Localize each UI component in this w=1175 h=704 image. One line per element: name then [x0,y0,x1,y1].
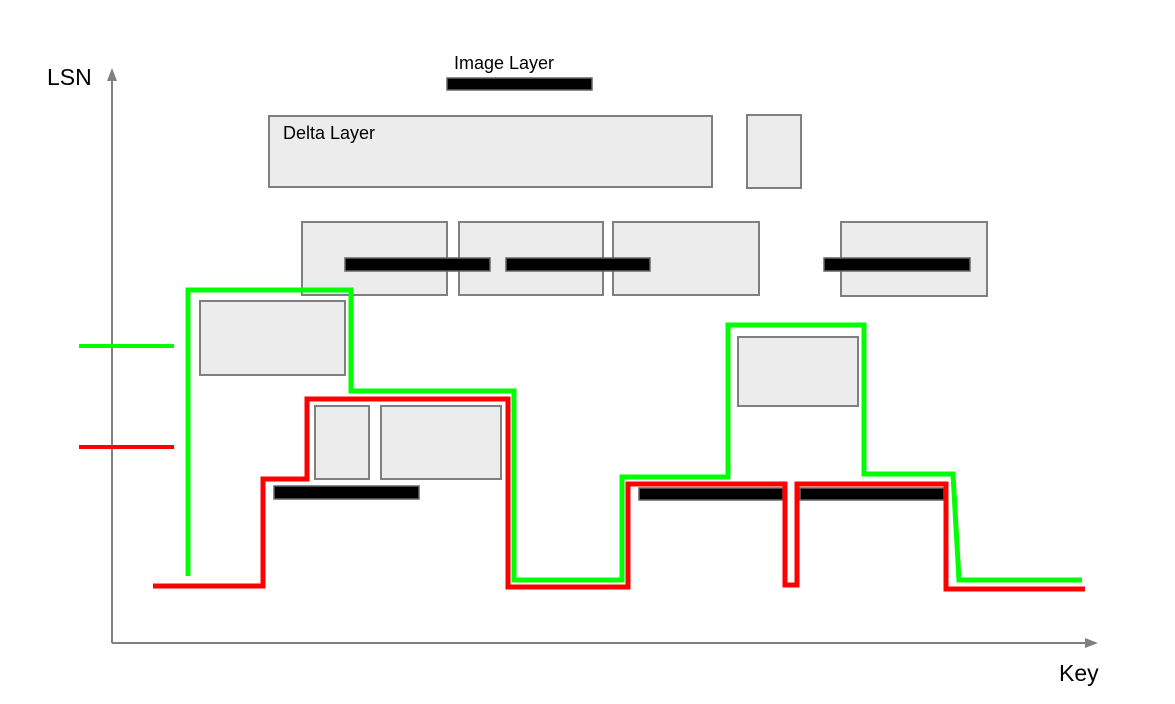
image-layer-label: Image Layer [454,53,555,73]
image-layer-bottom-bar-1 [273,485,420,500]
delta-layer-left-box [199,300,346,376]
delta-layer-label: Delta Layer [283,123,376,143]
delta-layer-small-box-b [380,405,502,480]
delta-layer-right-box [737,336,859,407]
image-layer-top-bar [446,77,593,91]
lsn-axis-label: LSN [47,64,92,90]
image-layer-mid-bar-2 [505,257,651,272]
key-axis-arrow-icon [1085,638,1098,648]
image-layer-mid-bar-3 [823,257,971,272]
delta-layer-main-box [268,115,713,188]
image-layer-bottom-bar-3 [799,487,945,501]
red-lsn-line [153,396,1085,592]
delta-layer-top-small-box [746,114,802,189]
key-axis-label: Key [1059,660,1099,686]
image-layer-bottom-bar-2 [638,487,784,501]
image-layer-mid-bar-1 [344,257,491,272]
lsn-axis-arrow-icon [107,68,117,81]
green-lsn-line [185,287,1082,583]
delta-layer-small-box-a [314,405,370,480]
